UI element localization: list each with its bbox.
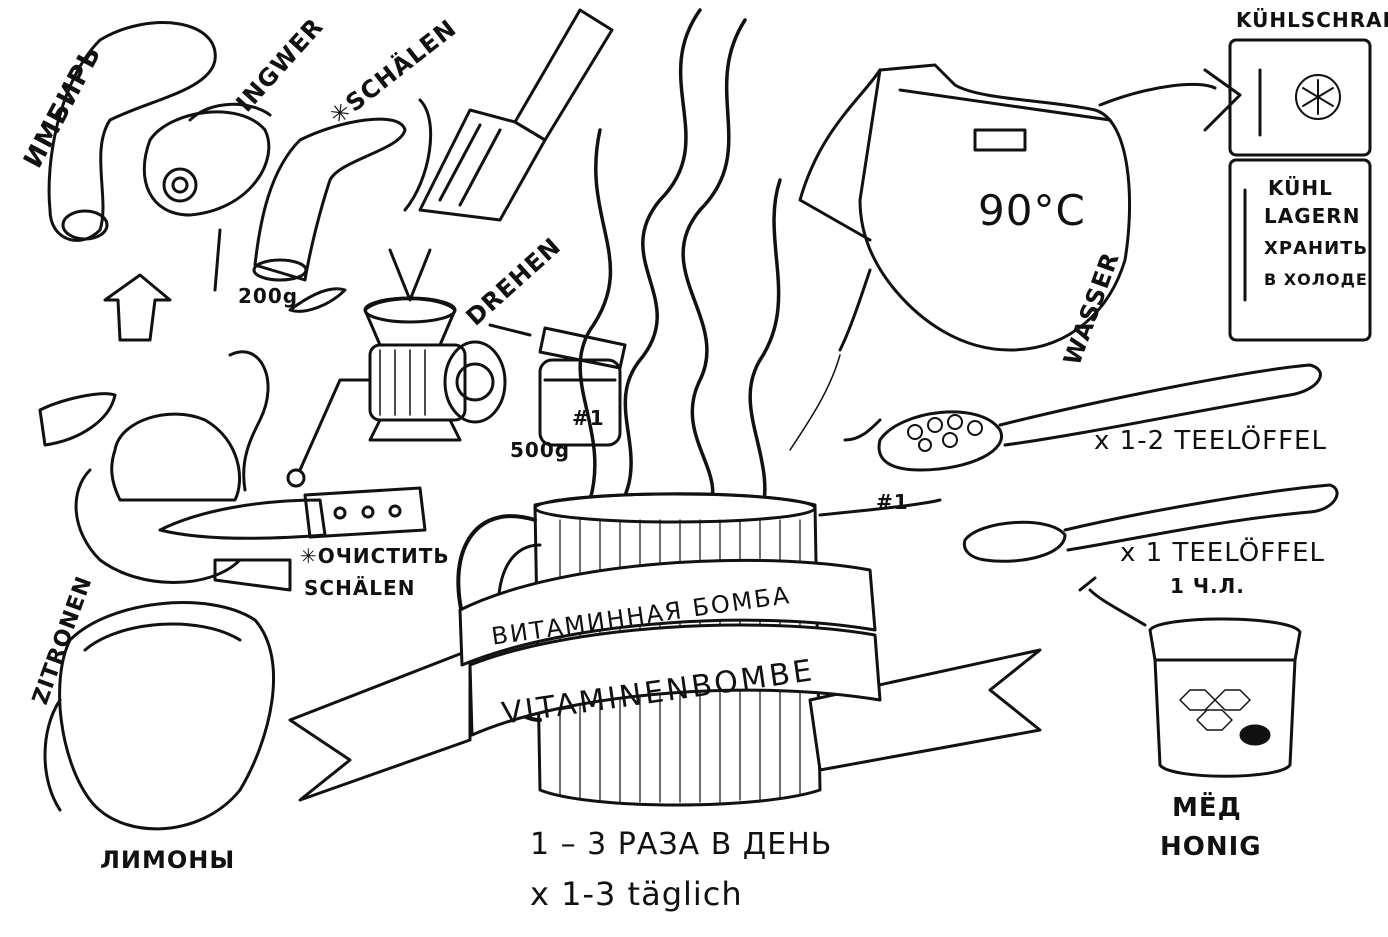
store-cold-ru-1: ХРАНИТЬ — [1264, 238, 1369, 259]
honey-spoon-icon — [962, 483, 1339, 563]
big-lemon-icon — [43, 601, 276, 831]
dose-ru-label: 1 – 3 РАЗА В ДЕНЬ — [530, 827, 833, 862]
arrow-icon — [103, 68, 1242, 627]
steam-icon — [578, 8, 782, 522]
spoon2-amount-label: x 1 TEELÖFFEL — [1120, 538, 1326, 568]
spoon-icon — [877, 363, 1322, 472]
honey-de-label: HONIG — [1160, 832, 1262, 862]
fridge-de-label: KÜHLSCHRANK — [1236, 8, 1388, 32]
store-cold-de-2: LAGERN — [1264, 204, 1361, 228]
peeler-icon — [403, 8, 614, 222]
spoon1-amount-label: x 1-2 TEELÖFFEL — [1094, 426, 1327, 456]
store-cold-de-1: KÜHL — [1268, 176, 1333, 200]
jar-icon — [538, 326, 627, 447]
jar-tag-label: #1 — [572, 406, 605, 430]
temperature-label: 90°C — [978, 186, 1086, 235]
peel-de-label: SCHÄLEN — [304, 576, 416, 600]
honey-ru-label: МЁД — [1172, 793, 1242, 823]
jar-weight-label: 500g — [510, 438, 571, 462]
fridge-icon — [1228, 38, 1372, 342]
lemon-icon — [38, 350, 270, 584]
knife-icon — [158, 486, 427, 592]
ginger-icon — [47, 21, 272, 242]
spoon2-ru-label: 1 Ч.Л. — [1170, 574, 1245, 598]
peel-ru-label: ✳ОЧИСТИТЬ — [300, 544, 450, 568]
banner-ribbon — [288, 558, 1042, 802]
meat-grinder-icon — [286, 296, 507, 488]
lemons-ru-label: ЛИМОНЫ — [100, 846, 236, 874]
store-cold-ru-2: В ХОЛОДЕ — [1264, 270, 1368, 289]
peeled-ginger-icon — [213, 117, 407, 313]
kettle-icon — [789, 63, 1132, 451]
dose-de-label: x 1-3 täglich — [530, 875, 743, 913]
ginger-weight-label: 200g — [238, 284, 299, 308]
bee-icon — [1239, 724, 1271, 746]
spoon-tag-label: #1 — [876, 490, 909, 514]
snowflake-icon — [1295, 74, 1341, 120]
honey-jar-icon — [1148, 617, 1302, 778]
